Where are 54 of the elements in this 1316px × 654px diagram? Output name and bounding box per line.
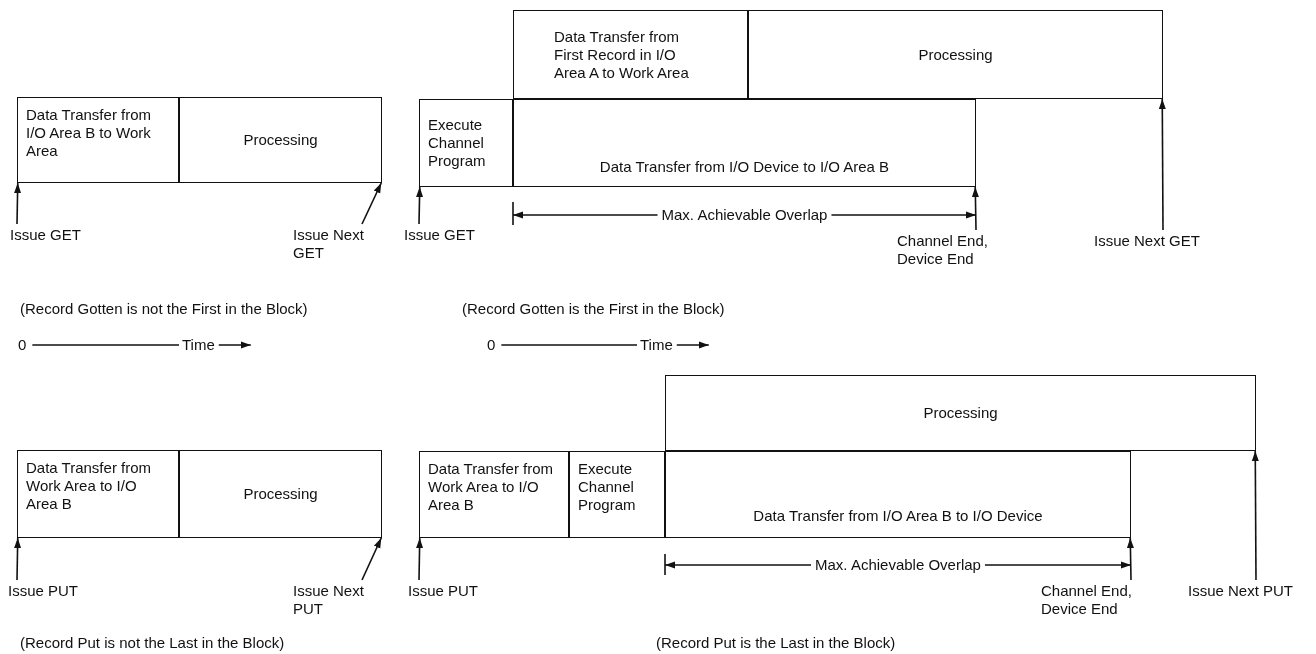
- arrow: [361, 537, 383, 581]
- process-box: [513, 99, 976, 187]
- event-label: Issue GET: [404, 226, 494, 244]
- box-label: Data Transfer from I/O Device to I/O Area B: [599, 158, 890, 176]
- box-label: Data Transfer from First Record in I/O Area A to Work Area: [554, 27, 690, 82]
- box-label: Processing: [243, 131, 318, 149]
- box-label: Processing: [918, 45, 993, 64]
- arrow: [14, 182, 22, 225]
- dimension-label: Max. Achievable Overlap: [661, 206, 828, 224]
- process-box: [665, 451, 1131, 538]
- process-box: [513, 10, 748, 99]
- arrow: [1158, 98, 1166, 231]
- arrow: [1251, 450, 1259, 581]
- event-label: Issue Next GET: [1094, 232, 1234, 250]
- process-box: [748, 10, 1163, 99]
- process-box: [17, 450, 179, 538]
- caption: (Record Put is not the Last in the Block): [20, 634, 285, 652]
- process-box: [419, 99, 513, 187]
- box-label: Data Transfer from I/O Area B to I/O Device: [753, 507, 1043, 525]
- box-label: Execute Channel Program: [578, 460, 637, 514]
- arrow: [361, 182, 383, 225]
- event-label: Issue Next GET: [293, 226, 375, 262]
- box-label: Processing: [923, 404, 998, 422]
- arrow: [1126, 537, 1134, 581]
- box-label: Data Transfer from I/O Area B to Work Area: [26, 106, 153, 160]
- axis-label: 0: [18, 336, 27, 354]
- axis-label: 0: [487, 336, 496, 354]
- process-box: [665, 375, 1256, 451]
- box-label: Data Transfer from Work Area to I/O Area B: [428, 460, 555, 514]
- box-label: Data Transfer from Work Area to I/O Area B: [26, 459, 153, 513]
- arrow: [416, 186, 424, 225]
- event-label: Channel End, Device End: [897, 232, 1007, 268]
- event-label: Issue GET: [10, 226, 120, 244]
- caption: (Record Gotten is the First in the Block): [462, 300, 725, 318]
- arrow: [14, 537, 22, 581]
- box-label: Processing: [243, 485, 318, 503]
- caption: (Record Gotten is not the First in the Block): [20, 300, 308, 318]
- process-box: [419, 451, 569, 538]
- process-box: [17, 97, 179, 183]
- event-label: Issue Next PUT: [1188, 582, 1316, 600]
- box-label: Execute Channel Program: [428, 116, 487, 170]
- caption: (Record Put is the Last in the Block): [656, 634, 896, 652]
- process-box: [569, 451, 665, 538]
- event-label: Issue PUT: [8, 582, 118, 600]
- event-label: Issue Next PUT: [293, 582, 375, 618]
- event-label: Issue PUT: [408, 582, 518, 600]
- event-label: Channel End, Device End: [1041, 582, 1146, 618]
- dimension-label: Max. Achievable Overlap: [815, 556, 981, 574]
- arrow: [971, 186, 979, 231]
- axis-label: Time: [182, 336, 215, 354]
- process-box: [179, 450, 382, 538]
- arrow: [416, 537, 424, 581]
- process-box: [179, 97, 382, 183]
- axis-label: Time: [640, 336, 673, 354]
